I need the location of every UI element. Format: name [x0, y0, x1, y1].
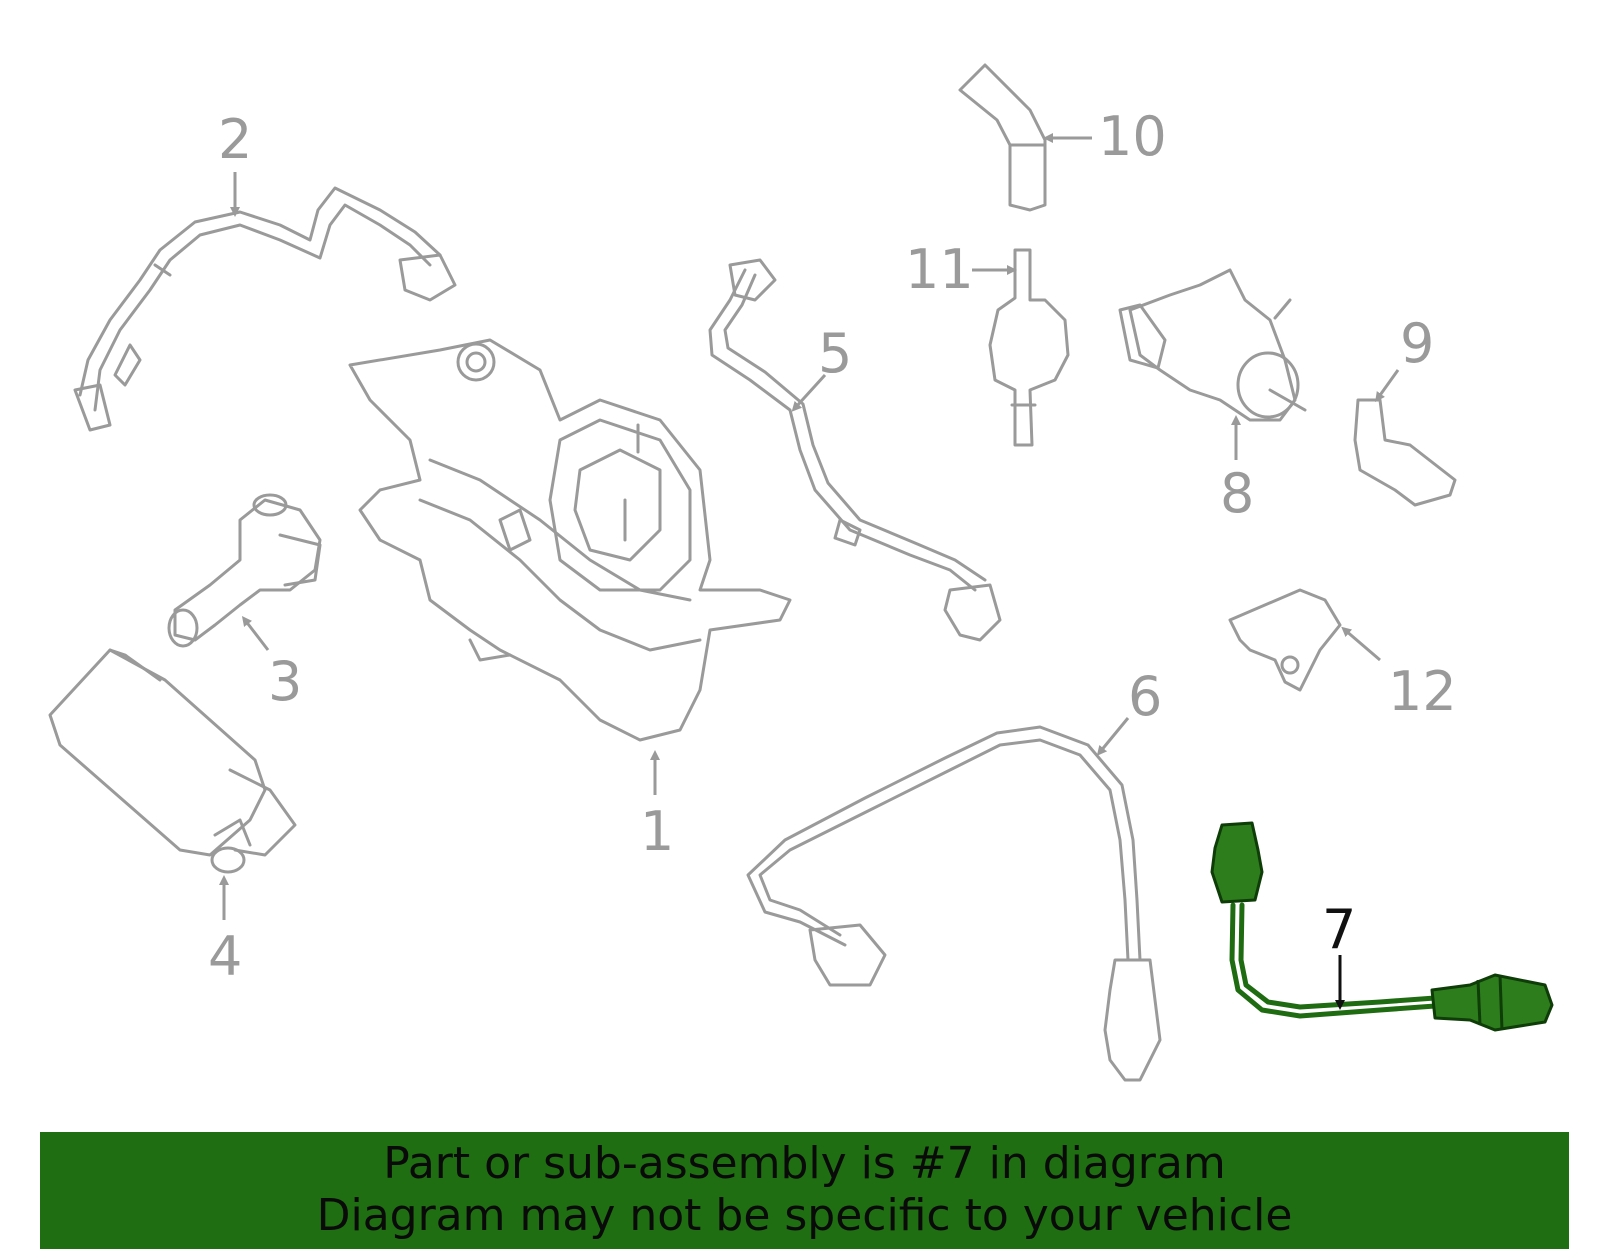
- part-5-harness: [708, 258, 1002, 642]
- callout-5: 5: [818, 322, 852, 385]
- part-11-check-valve: [988, 248, 1070, 447]
- callout-4: 4: [208, 925, 242, 988]
- banner-line-1: Part or sub-assembly is #7 in diagram: [383, 1138, 1226, 1189]
- part-1-canister: [348, 338, 792, 742]
- callout-7: 7: [1322, 898, 1356, 961]
- part-10-hose: [958, 63, 1047, 212]
- banner-line-2: Diagram may not be specific to your vehi…: [316, 1190, 1293, 1241]
- info-banner: Part or sub-assembly is #7 in diagram Di…: [40, 1132, 1569, 1249]
- part-8-solenoid: [1118, 268, 1307, 422]
- callout-8: 8: [1220, 462, 1254, 525]
- part-4-filter: [48, 648, 297, 874]
- callout-9: 9: [1400, 312, 1434, 375]
- part-12-pressure-sensor: [1228, 588, 1342, 692]
- callout-1: 1: [640, 800, 674, 863]
- callout-11: 11: [905, 238, 974, 301]
- part-9-bracket: [1353, 398, 1457, 507]
- callout-6: 6: [1128, 665, 1162, 728]
- callout-10: 10: [1098, 105, 1167, 168]
- callout-2: 2: [218, 108, 252, 171]
- part-7-oxygen-sensor: [1210, 821, 1554, 1032]
- callout-12: 12: [1388, 660, 1457, 723]
- part-3-purge-valve: [167, 493, 322, 648]
- part-2-vent-hose: [73, 186, 457, 432]
- part-6-sensor: [746, 725, 1162, 1082]
- callout-3: 3: [268, 650, 302, 713]
